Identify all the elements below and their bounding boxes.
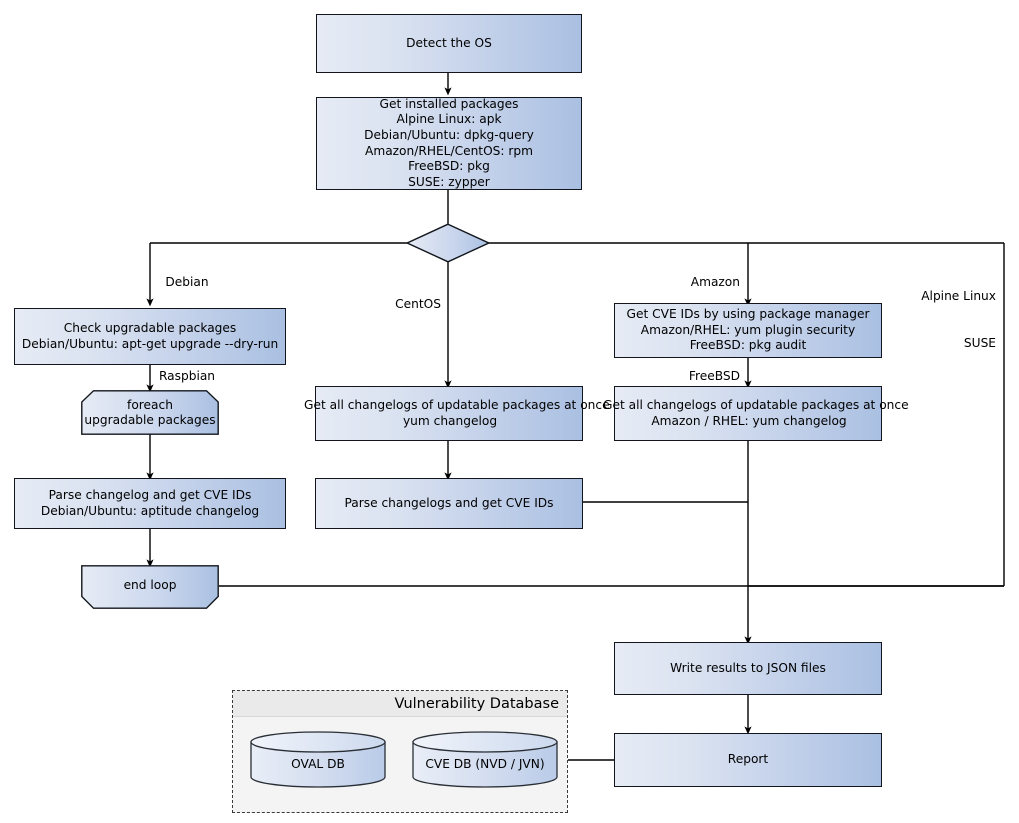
- node-get-cve-ids-package-manager[interactable]: Get CVE IDs by using package manager Ama…: [614, 303, 882, 358]
- node-changelogs-amazon-label: Get all changelogs of updatable packages…: [603, 397, 909, 428]
- decision-diamond-icon: [405, 223, 491, 263]
- node-detect-the-os-label: Detect the OS: [406, 35, 492, 50]
- vulnerability-database-title: Vulnerability Database: [233, 691, 567, 717]
- db-cylinder-oval-label: OVAL DB: [291, 757, 345, 771]
- node-changelogs-centos-label: Get all changelogs of updatable packages…: [304, 397, 610, 428]
- db-cylinder-cve[interactable]: CVE DB (NVD / JVN): [412, 731, 558, 788]
- node-check-upgradable-packages[interactable]: Check upgradable packages Debian/Ubuntu:…: [14, 308, 286, 365]
- node-get-installed-packages-label: Get installed packages Alpine Linux: apk…: [364, 96, 534, 189]
- node-check-upgradable-packages-label: Check upgradable packages Debian/Ubuntu:…: [21, 320, 279, 351]
- node-end-loop[interactable]: end loop: [81, 565, 219, 609]
- node-write-results-json[interactable]: Write results to JSON files: [614, 642, 882, 695]
- node-parse-changelogs-centos-label: Parse changelogs and get CVE IDs: [344, 495, 554, 510]
- end-loop-shape-icon: [81, 565, 219, 609]
- foreach-shape-icon: [81, 390, 219, 435]
- node-end-loop-label: end loop: [123, 578, 177, 592]
- db-cylinder-oval[interactable]: OVAL DB: [250, 731, 386, 788]
- edge-label-alpine-branch: Alpine Linux SUSE: [921, 289, 996, 350]
- node-report[interactable]: Report: [614, 733, 882, 787]
- db-cylinder-cve-label: CVE DB (NVD / JVN): [425, 757, 545, 771]
- node-os-decision[interactable]: [405, 223, 491, 263]
- node-get-installed-packages[interactable]: Get installed packages Alpine Linux: apk…: [316, 97, 582, 190]
- node-foreach-upgradable-packages[interactable]: foreach upgradable packages: [81, 390, 219, 435]
- node-detect-the-os[interactable]: Detect the OS: [316, 14, 582, 73]
- node-parse-changelog-debian[interactable]: Parse changelog and get CVE IDs Debian/U…: [14, 478, 286, 529]
- edge-label-centos-branch: CentOS: [395, 297, 441, 312]
- node-foreach-label-line2: upgradable packages: [84, 413, 216, 427]
- node-foreach-label-line1: foreach: [127, 398, 173, 412]
- node-write-results-json-label: Write results to JSON files: [670, 660, 826, 675]
- node-changelogs-centos[interactable]: Get all changelogs of updatable packages…: [304, 386, 610, 441]
- node-parse-changelogs-centos[interactable]: Parse changelogs and get CVE IDs: [315, 478, 583, 529]
- database-cylinder-icon: [412, 731, 558, 788]
- node-report-label: Report: [727, 752, 769, 767]
- database-cylinder-icon: [250, 731, 386, 788]
- node-changelogs-amazon[interactable]: Get all changelogs of updatable packages…: [603, 386, 909, 441]
- node-parse-changelog-debian-label: Parse changelog and get CVE IDs Debian/U…: [40, 487, 260, 518]
- node-get-cve-ids-package-manager-label: Get CVE IDs by using package manager Ama…: [626, 307, 870, 353]
